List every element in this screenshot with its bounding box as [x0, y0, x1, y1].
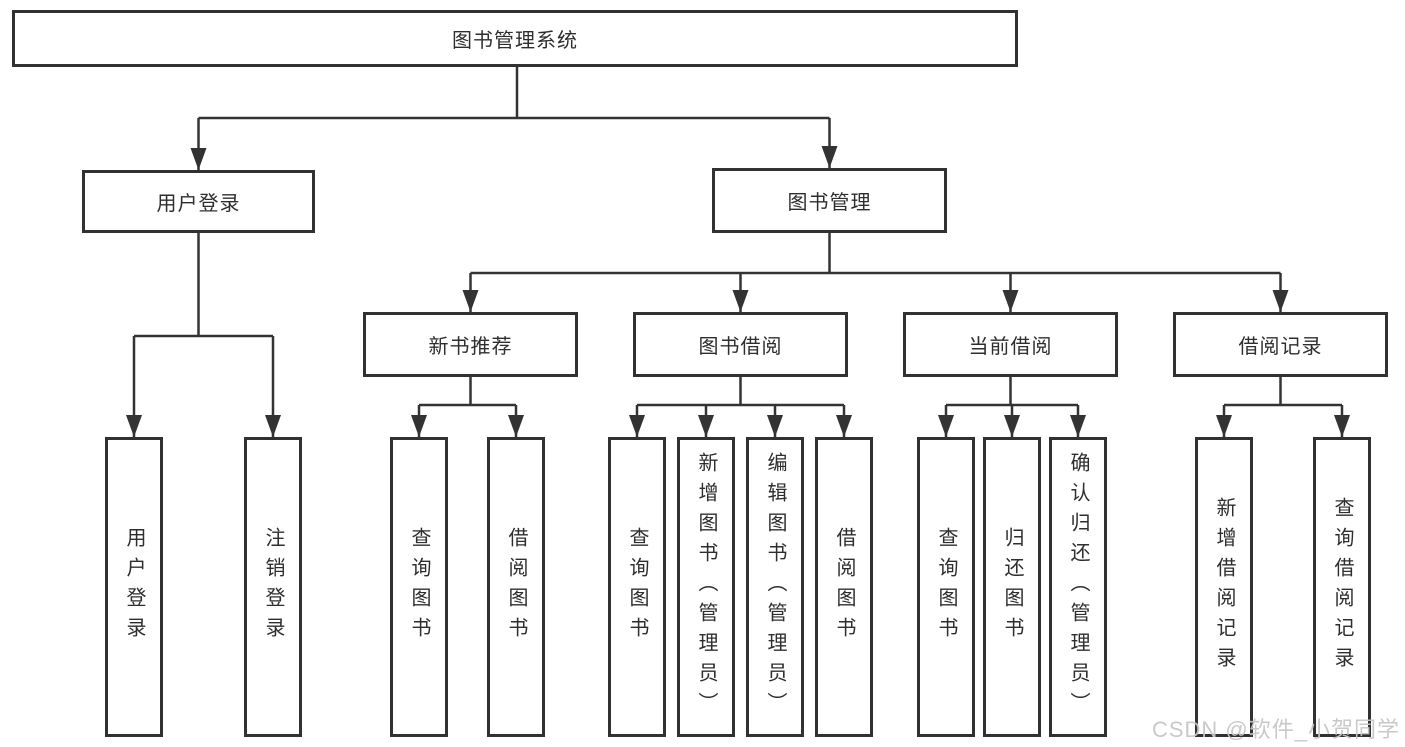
- leaf-edit-book-admin-label: 编辑图书（管理员）: [764, 452, 786, 722]
- node-borrow-records-label: 借阅记录: [1238, 336, 1323, 358]
- node-book-borrow-label: 图书借阅: [698, 336, 783, 358]
- leaf-query-books-recommend: 查询图书: [390, 437, 448, 737]
- leaf-query-books-recommend-label: 查询图书: [408, 527, 430, 647]
- leaf-add-book-admin: 新增图书（管理员）: [677, 437, 735, 737]
- leaf-query-borrow-record-label: 查询借阅记录: [1331, 497, 1353, 677]
- node-new-book-recommend: 新书推荐: [363, 312, 578, 377]
- leaf-borrow-books-borrow: 借阅图书: [815, 437, 873, 737]
- leaf-query-borrow-record: 查询借阅记录: [1313, 437, 1371, 737]
- leaf-borrow-books-recommend-label: 借阅图书: [505, 527, 527, 647]
- leaf-query-books-current-label: 查询图书: [935, 527, 957, 647]
- node-new-book-recommend-label: 新书推荐: [428, 336, 513, 358]
- leaf-user-login: 用户登录: [105, 437, 163, 737]
- leaf-borrow-books-borrow-label: 借阅图书: [833, 527, 855, 647]
- node-root-label: 图书管理系统: [452, 30, 578, 52]
- leaf-return-book: 归还图书: [983, 437, 1041, 737]
- leaf-logout-label: 注销登录: [262, 527, 284, 647]
- leaf-add-borrow-record: 新增借阅记录: [1195, 437, 1253, 737]
- leaf-query-books-borrow-label: 查询图书: [626, 527, 648, 647]
- leaf-add-borrow-record-label: 新增借阅记录: [1213, 497, 1235, 677]
- node-user-login-label: 用户登录: [156, 193, 241, 215]
- node-current-borrow-label: 当前借阅: [968, 336, 1053, 358]
- leaf-confirm-return-admin-label: 确认归还（管理员）: [1067, 452, 1089, 722]
- leaf-edit-book-admin: 编辑图书（管理员）: [746, 437, 804, 737]
- node-book-borrow: 图书借阅: [633, 312, 848, 377]
- node-current-borrow: 当前借阅: [903, 312, 1118, 377]
- node-book-management: 图书管理: [712, 168, 947, 233]
- node-borrow-records: 借阅记录: [1173, 312, 1388, 377]
- leaf-user-login-label: 用户登录: [123, 527, 145, 647]
- node-root: 图书管理系统: [12, 10, 1018, 67]
- node-user-login: 用户登录: [82, 170, 315, 233]
- leaf-query-books-borrow: 查询图书: [608, 437, 666, 737]
- leaf-query-books-current: 查询图书: [917, 437, 975, 737]
- leaf-return-book-label: 归还图书: [1001, 527, 1023, 647]
- node-book-management-label: 图书管理: [787, 192, 872, 214]
- leaf-borrow-books-recommend: 借阅图书: [487, 437, 545, 737]
- csdn-watermark: CSDN @软件_小贺同学: [1151, 717, 1400, 742]
- leaf-logout: 注销登录: [244, 437, 302, 737]
- leaf-confirm-return-admin: 确认归还（管理员）: [1049, 437, 1107, 737]
- leaf-add-book-admin-label: 新增图书（管理员）: [695, 452, 717, 722]
